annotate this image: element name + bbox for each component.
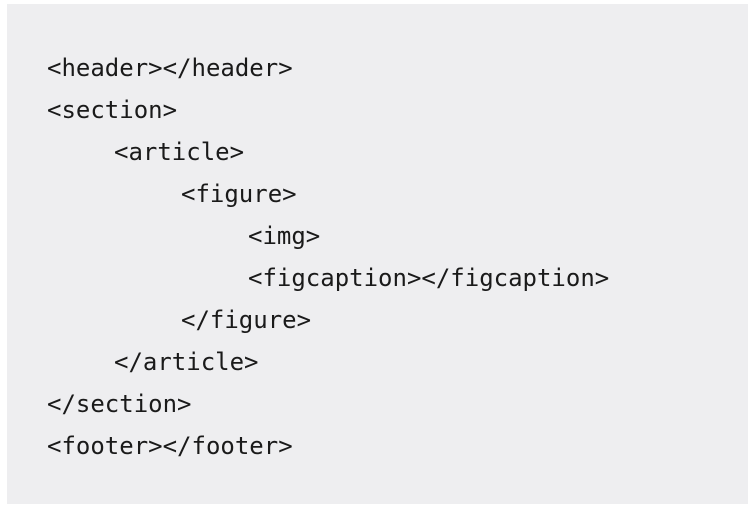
code-line-footer: <footer></footer>: [47, 432, 293, 460]
code-line-figcaption: <figcaption></figcaption>: [248, 264, 610, 292]
code-block: <header></header> <section> <article> <f…: [7, 4, 748, 504]
code-line-img: <img>: [248, 222, 321, 250]
code-line-header: <header></header>: [47, 54, 293, 82]
code-line-figure-close: </figure>: [181, 306, 312, 334]
code-line-section-close: </section>: [47, 390, 192, 418]
code-line-figure-open: <figure>: [181, 180, 297, 208]
code-line-article-open: <article>: [114, 138, 245, 166]
code-line-article-close: </article>: [114, 348, 259, 376]
code-line-section-open: <section>: [47, 96, 178, 124]
